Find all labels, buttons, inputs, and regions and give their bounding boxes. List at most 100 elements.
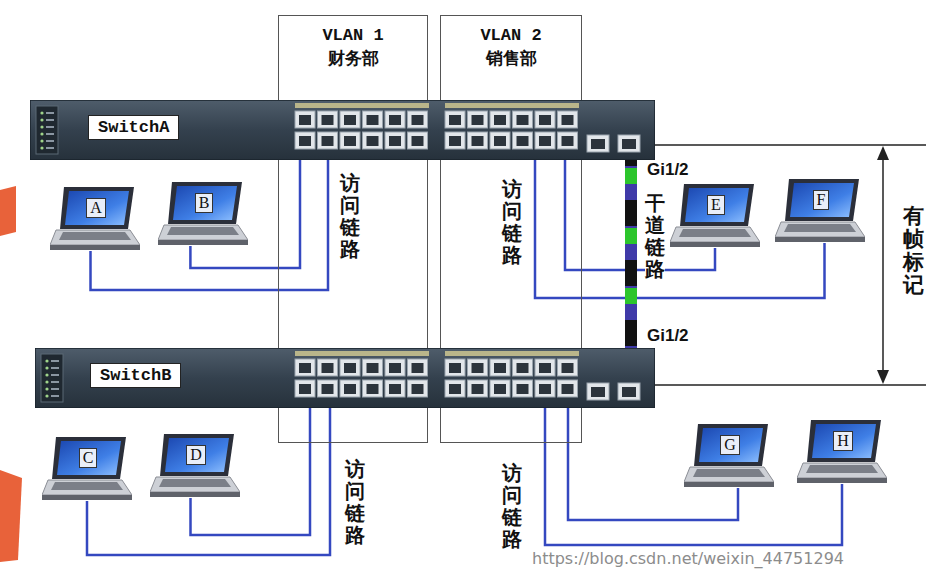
laptop-keyboard: [784, 224, 856, 232]
laptop-keyboard: [806, 465, 878, 473]
port-socket: [591, 387, 605, 397]
status-led: [40, 132, 43, 135]
laptop-bezel: [60, 187, 134, 229]
bracket-line: [882, 150, 884, 380]
port-socket: [299, 115, 311, 125]
port-socket: [562, 384, 574, 394]
led-mark: [51, 381, 59, 383]
port-socket: [539, 136, 551, 146]
ethernet-port: [295, 132, 315, 149]
link-label: 干道链路: [645, 192, 665, 280]
ethernet-port: [535, 111, 555, 128]
port-socket: [344, 384, 356, 394]
port-socket: [517, 115, 529, 125]
port-led-strip: [295, 103, 429, 108]
port-socket: [494, 115, 506, 125]
port-socket: [412, 115, 424, 125]
laptop-edge: [50, 245, 140, 250]
ethernet-port: [408, 132, 428, 149]
laptop-bezel: [160, 434, 234, 476]
status-led: [45, 359, 48, 362]
laptop-edge: [42, 495, 132, 500]
bracket-tick: [640, 384, 926, 386]
led-mark: [46, 112, 54, 114]
laptop-icon: H: [797, 418, 887, 484]
port-socket: [299, 384, 311, 394]
laptop-base: [684, 467, 774, 482]
port-socket: [449, 363, 461, 373]
laptop-bezel: [168, 182, 242, 224]
laptop-keyboard: [159, 479, 231, 487]
uplink-port: [587, 135, 609, 152]
host-letter: E: [707, 195, 725, 215]
port-socket: [472, 363, 484, 373]
ethernet-port: [558, 111, 578, 128]
screen-area: A: [65, 191, 127, 225]
ethernet-port: [558, 359, 578, 376]
port-socket: [517, 136, 529, 146]
host-letter: C: [79, 448, 98, 468]
led-mark: [51, 367, 59, 369]
status-led: [40, 118, 43, 121]
ethernet-port: [490, 111, 510, 128]
led-mark: [51, 360, 59, 362]
laptop-keyboard: [59, 232, 131, 240]
port-socket: [344, 363, 356, 373]
laptop-bezel: [785, 179, 859, 221]
led-mark: [51, 388, 59, 390]
port-socket: [389, 363, 401, 373]
laptop-base: [150, 477, 240, 492]
laptop-screen: [65, 191, 129, 225]
link-label: 访问链路: [340, 172, 360, 260]
port-socket: [472, 136, 484, 146]
ethernet-port: [513, 380, 533, 397]
link-label: 访问链路: [502, 462, 522, 550]
ethernet-port: [363, 359, 383, 376]
laptop-keyboard: [51, 482, 123, 490]
port-socket: [449, 115, 461, 125]
laptop-edge: [158, 240, 248, 245]
ethernet-port: [385, 359, 405, 376]
trunk-link: [625, 160, 637, 348]
port-socket: [622, 387, 636, 397]
port-socket: [539, 384, 551, 394]
port-socket: [322, 136, 334, 146]
led-mark: [46, 133, 54, 135]
uplink-port: [618, 383, 640, 400]
port-socket: [494, 136, 506, 146]
switch-name: SwitchB: [90, 363, 181, 388]
ethernet-port: [535, 132, 555, 149]
link-label: 访问链路: [345, 458, 365, 546]
ethernet-port: [468, 380, 488, 397]
port-socket: [539, 115, 551, 125]
port-socket: [367, 136, 379, 146]
ethernet-port: [363, 132, 383, 149]
laptop-bezel: [680, 184, 754, 226]
laptop-screen: [173, 186, 237, 220]
ethernet-port: [445, 380, 465, 397]
port-socket: [344, 115, 356, 125]
port-socket: [591, 139, 605, 149]
port-socket: [322, 115, 334, 125]
ethernet-port: [490, 359, 510, 376]
laptop-keyboard: [693, 469, 765, 477]
bracket-label: 有帧标记: [903, 205, 924, 297]
switch-box: SwitchA: [30, 100, 655, 160]
laptop-edge: [797, 478, 887, 483]
switch-box: SwitchB: [35, 348, 655, 408]
laptop-icon: G: [684, 422, 774, 488]
host-letter: H: [833, 431, 853, 451]
port-socket: [389, 115, 401, 125]
laptop-icon: A: [50, 185, 140, 251]
port-name: Gi1/2: [646, 326, 690, 346]
port-socket: [344, 136, 356, 146]
ethernet-port: [535, 380, 555, 397]
ethernet-port: [558, 132, 578, 149]
led-mark: [46, 140, 54, 142]
led-mark: [46, 119, 54, 121]
ethernet-port: [318, 380, 338, 397]
laptop-screen: [699, 428, 763, 462]
port-socket: [517, 363, 529, 373]
link-label: 访问链路: [502, 178, 522, 266]
